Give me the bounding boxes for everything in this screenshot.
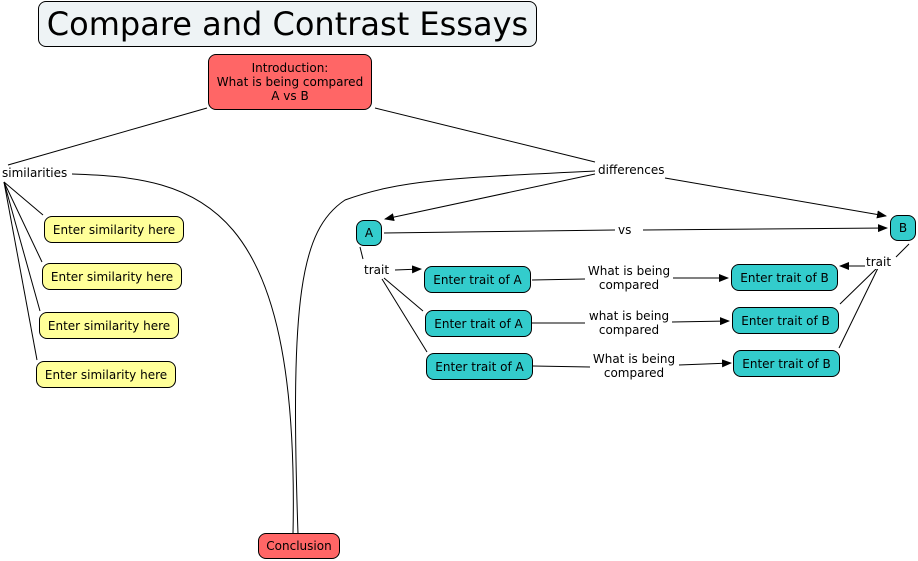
similarity-node[interactable]: Enter similarity here (44, 216, 184, 243)
link-diff-a (384, 173, 596, 222)
link-sim-4 (3, 181, 38, 361)
intro-node[interactable]: Introduction: What is being compared A v… (208, 54, 372, 110)
link-sim-conclusion (71, 173, 294, 535)
link-row1-left (531, 278, 586, 281)
differences-label: differences (598, 163, 665, 177)
trait-b-node[interactable]: Enter trait of B (733, 350, 840, 377)
link-row2-right (671, 317, 730, 326)
trait-label-a: trait (364, 263, 390, 277)
page-title: Compare and Contrast Essays (38, 1, 537, 47)
comparison-link-label: What is being compared (586, 264, 672, 292)
similarity-node[interactable]: Enter similarity here (39, 312, 179, 339)
trait-label-b: trait (866, 255, 892, 269)
node-b[interactable]: B (890, 215, 916, 241)
link-b-trait (895, 243, 910, 258)
node-a[interactable]: A (356, 220, 382, 246)
link-sim-1 (3, 181, 44, 216)
trait-b-node[interactable]: Enter trait of B (731, 264, 838, 291)
trait-a-node[interactable]: Enter trait of A (426, 353, 533, 380)
comparison-line1: What is being (592, 352, 676, 366)
intro-line2: What is being compared (216, 75, 364, 89)
trait-b-node[interactable]: Enter trait of B (732, 307, 839, 334)
link-row3-left (532, 365, 591, 368)
link-intro-differences (374, 107, 596, 163)
link-a-vs (383, 229, 616, 234)
link-a-trait (359, 246, 364, 260)
comparison-line2: compared (603, 366, 665, 380)
comparison-link-label: what is being compared (586, 309, 672, 337)
link-diff-b (664, 177, 887, 219)
link-diff-conclusion (294, 170, 596, 535)
link-trait-b2 (839, 267, 878, 305)
comparison-line2: compared (598, 278, 660, 292)
trait-a-node[interactable]: Enter trait of A (425, 310, 532, 337)
conclusion-node[interactable]: Conclusion (258, 533, 340, 559)
similarity-node[interactable]: Enter similarity here (36, 361, 176, 388)
link-sim-2 (3, 181, 43, 263)
intro-line1: Introduction: (251, 61, 329, 75)
comparison-line1: what is being (588, 309, 670, 323)
link-vs-b (642, 224, 888, 233)
comparison-line1: What is being (587, 264, 671, 278)
similarities-label: similarities (2, 166, 68, 180)
vs-label: vs (618, 223, 632, 237)
trait-a-node[interactable]: Enter trait of A (424, 266, 531, 293)
link-intro-similarities (7, 107, 208, 166)
comparison-line2: compared (598, 323, 660, 337)
link-trait-a3 (381, 278, 428, 353)
link-trait-a1 (394, 265, 422, 274)
link-row3-right (678, 359, 732, 368)
link-trait-a2 (383, 277, 424, 312)
similarity-node[interactable]: Enter similarity here (42, 263, 182, 290)
intro-line3: A vs B (271, 89, 309, 103)
link-sim-3 (3, 181, 41, 312)
comparison-link-label: What is being compared (591, 352, 677, 380)
link-trait-b3 (838, 267, 879, 349)
